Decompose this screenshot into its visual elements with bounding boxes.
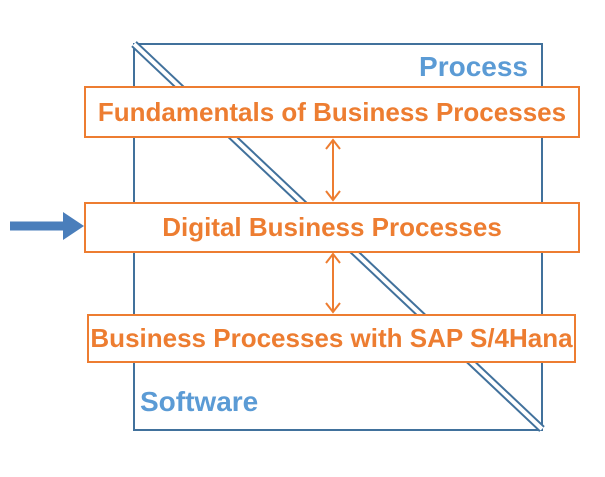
course-label-digital: Digital Business Processes [162, 212, 502, 242]
pointer-arrow-icon [10, 212, 84, 240]
course-box-fundamentals: Fundamentals of Business Processes [84, 86, 580, 138]
process-quadrant-label: Process [419, 51, 528, 82]
course-box-sap: Business Processes with SAP S/4Hana [87, 314, 576, 363]
course-label-sap: Business Processes with SAP S/4Hana [90, 323, 573, 353]
course-label-fundamentals: Fundamentals of Business Processes [97, 96, 567, 127]
software-quadrant-label: Software [140, 386, 259, 417]
course-box-digital: Digital Business Processes [84, 202, 580, 253]
